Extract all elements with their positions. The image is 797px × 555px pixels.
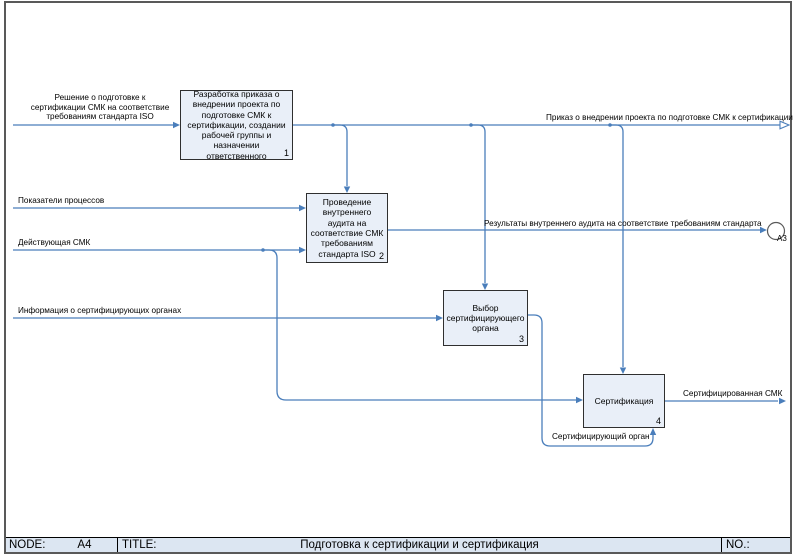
activity-box-4: Сертификация 4 [583,374,665,428]
activity-box-number: 3 [518,334,524,344]
arrow-label-mechanism-body: Сертифицирующий орган [552,432,650,441]
footer-bar: NODE: A4 TITLE: Подготовка к сертификаци… [6,537,790,552]
arrow-label-input-indicators: Показатели процессов [18,196,105,205]
activity-box-label: Проведение внутреннего аудита на соответ… [310,197,384,259]
footer-node-section: NODE: A4 [6,538,118,552]
arrow-label-output-order: Приказ о внедрении проекта по подготовке… [546,113,793,122]
activity-box-number: 1 [283,148,289,158]
activity-box-label: Разработка приказа о внедрении проекта п… [187,88,286,161]
activity-box-label: Выбор сертифицирующего органа [446,302,525,334]
diagram-frame: NODE: A4 TITLE: Подготовка к сертификаци… [4,1,792,554]
activity-box-3: Выбор сертифицирующего органа 3 [443,290,528,346]
arrow-label-input-decision: Решение о подготовке к сертификации СМК … [30,93,170,121]
activity-box-2: Проведение внутреннего аудита на соответ… [306,193,388,263]
diagram-title: Подготовка к сертификации и сертификация [300,539,539,551]
arrow-label-input-qms: Действующая СМК [18,238,91,247]
title-label: TITLE: [122,539,157,551]
arrow-label-input-info: Информация о сертифицирующих органах [18,306,182,315]
activity-box-number: 2 [378,251,384,261]
activity-box-number: 4 [655,416,661,426]
footer-title-section: TITLE: Подготовка к сертификации и серти… [118,538,722,552]
offpage-connector-label: A3 [777,234,787,243]
node-value: A4 [77,539,92,551]
activity-box-label: Сертификация [594,395,654,406]
arrow-label-output-results: Результаты внутреннего аудита на соответ… [484,219,762,228]
number-label: NO.: [726,539,750,551]
footer-number-section: NO.: [722,538,790,552]
node-label: NODE: [9,539,46,551]
arrow-label-output-certified: Сертифицированная СМК [683,389,783,398]
activity-box-1: Разработка приказа о внедрении проекта п… [180,88,293,161]
